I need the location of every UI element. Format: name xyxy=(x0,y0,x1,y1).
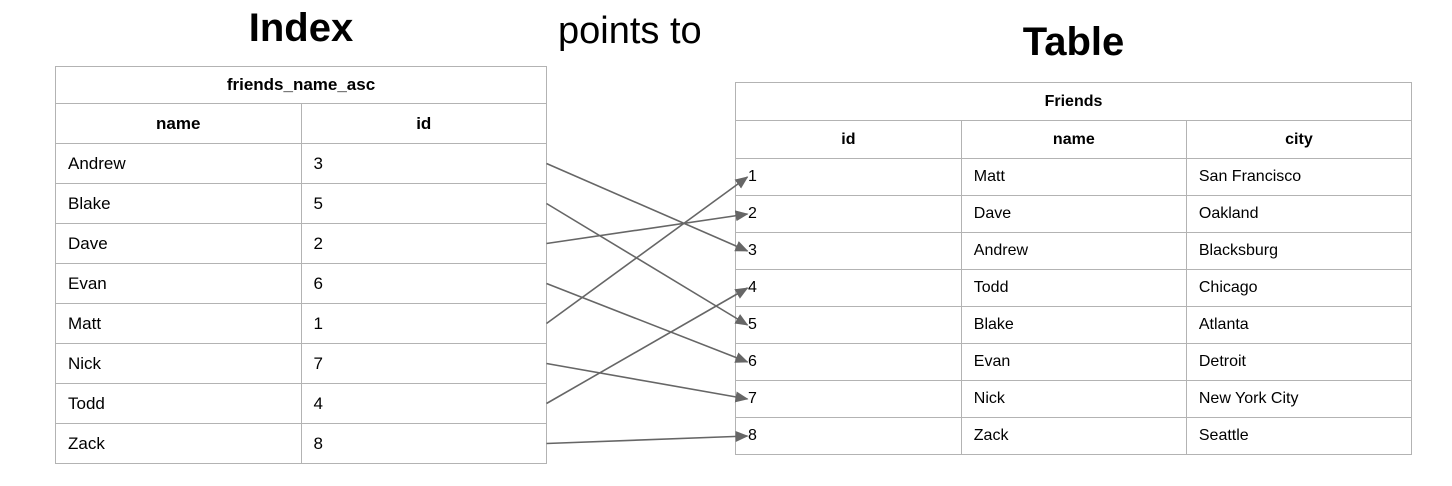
index-name-cell: Evan xyxy=(55,263,302,304)
index-table-title-row: friends_name_asc xyxy=(55,66,547,104)
index-pointer-arrow xyxy=(546,210,749,245)
friends-column-header-city: city xyxy=(1185,120,1413,159)
friends-id-cell: 2 xyxy=(735,195,962,233)
index-pointer-arrow xyxy=(546,176,749,325)
index-name-cell: Todd xyxy=(55,383,302,424)
friends-id-cell: 4 xyxy=(735,269,962,307)
index-pointer-arrow xyxy=(546,162,749,252)
index-id-cell: 2 xyxy=(300,223,547,264)
index-id-cell: 3 xyxy=(300,143,547,184)
friends-id-cell: 5 xyxy=(735,306,962,344)
index-id-cell: 6 xyxy=(300,263,547,304)
index-name-cell: Matt xyxy=(55,303,302,344)
friends-city-cell: Seattle xyxy=(1185,417,1413,455)
friends-name-cell: Matt xyxy=(960,158,1187,196)
index-name-cell: Dave xyxy=(55,223,302,264)
friends-name-cell: Nick xyxy=(960,380,1187,418)
arrow-group xyxy=(546,162,749,445)
index-id-cell: 4 xyxy=(300,383,547,424)
index-name-cell: Zack xyxy=(55,423,302,464)
index-pointer-arrow xyxy=(546,362,749,403)
index-id-cell: 8 xyxy=(300,423,547,464)
friends-column-header-id: id xyxy=(735,120,962,159)
index-table-header-row: name id xyxy=(55,103,547,144)
friends-id-cell: 7 xyxy=(735,380,962,418)
friends-table-header-row: id name city xyxy=(735,120,1413,159)
friends-name-cell: Blake xyxy=(960,306,1187,344)
friends-city-cell: New York City xyxy=(1185,380,1413,418)
friends-id-cell: 1 xyxy=(735,158,962,196)
friends-name-cell: Zack xyxy=(960,417,1187,455)
index-column-header-name: name xyxy=(55,103,302,144)
index-id-cell: 7 xyxy=(300,343,547,384)
friends-table-name: Friends xyxy=(735,82,1412,121)
index-name-cell: Andrew xyxy=(55,143,302,184)
friends-name-cell: Todd xyxy=(960,269,1187,307)
index-id-cell: 5 xyxy=(300,183,547,224)
index-pointer-arrow xyxy=(546,287,749,405)
friends-id-cell: 3 xyxy=(735,232,962,270)
friends-id-cell: 8 xyxy=(735,417,962,455)
index-table-name: friends_name_asc xyxy=(55,66,547,104)
index-pointer-arrow xyxy=(546,430,749,445)
friends-name-cell: Evan xyxy=(960,343,1187,381)
friends-city-cell: Chicago xyxy=(1185,269,1413,307)
friends-name-cell: Andrew xyxy=(960,232,1187,270)
friends-name-cell: Dave xyxy=(960,195,1187,233)
table-title: Table xyxy=(1022,20,1125,64)
points-to-label: points to xyxy=(558,10,702,52)
friends-id-cell: 6 xyxy=(735,343,962,381)
index-column-header-id: id xyxy=(300,103,547,144)
friends-table-title-row: Friends xyxy=(735,82,1412,121)
friends-city-cell: Atlanta xyxy=(1185,306,1413,344)
index-title: Index xyxy=(248,6,354,50)
index-name-cell: Blake xyxy=(55,183,302,224)
friends-city-cell: Detroit xyxy=(1185,343,1413,381)
friends-column-header-name: name xyxy=(960,120,1187,159)
friends-city-cell: Blacksburg xyxy=(1185,232,1413,270)
friends-city-cell: Oakland xyxy=(1185,195,1413,233)
index-name-cell: Nick xyxy=(55,343,302,384)
index-pointer-arrow xyxy=(546,282,749,363)
friends-city-cell: San Francisco xyxy=(1185,158,1413,196)
index-pointer-arrow xyxy=(546,202,749,326)
index-id-cell: 1 xyxy=(300,303,547,344)
